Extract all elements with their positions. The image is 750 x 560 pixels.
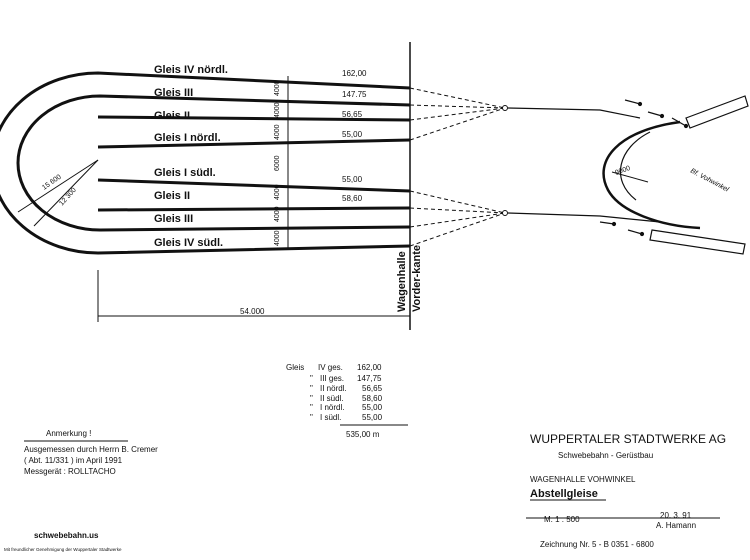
summary-row-1: III ges. <box>320 374 344 383</box>
summary-row-3: II südl. <box>320 394 344 403</box>
track-length-iv-nord: 162,00 <box>342 69 367 78</box>
loop-radius-label: 9000 <box>614 165 631 177</box>
summary-row-2: " <box>310 384 313 393</box>
track-length-i-sud: 55,00 <box>342 175 363 184</box>
date: 20. 3. 91 <box>660 511 692 520</box>
station-loop <box>602 120 701 230</box>
summary-row-0: IV ges. <box>318 363 343 372</box>
company-name: WUPPERTALER STADTWERKE AG <box>530 432 726 446</box>
track-label-i-nord: Gleis I nördl. <box>154 132 221 144</box>
track-markers <box>599 99 689 237</box>
connection-south <box>507 212 661 223</box>
summary-row-5: I südl. <box>320 413 341 422</box>
track-label-ii-nord: Gleis II <box>154 110 190 122</box>
summary-row-5: 55,00 <box>362 413 383 422</box>
summary-row-4: 55,00 <box>362 403 383 412</box>
platform-south <box>649 229 746 255</box>
platform-north <box>685 95 749 129</box>
track-length-iii-nord: 147.75 <box>342 90 367 99</box>
summary-row-5: " <box>310 413 313 422</box>
spacing-label-5: 4000 <box>274 184 281 200</box>
switch-fan-south <box>409 190 508 247</box>
notes-line-2: ( Abt. 11/331 ) im April 1991 <box>24 456 123 465</box>
radius-outer-label: 15 600 <box>41 174 63 192</box>
total-length-label: 54.000 <box>240 307 265 316</box>
track-label-iii-nord: Gleis III <box>154 87 193 99</box>
hall-edge-label-2: Vorder-kante <box>411 245 423 312</box>
summary-row-3: 58,60 <box>362 394 383 403</box>
author: A. Hamann <box>656 521 696 530</box>
department: Schwebebahn - Gerüstbau <box>558 451 653 460</box>
notes-line-3: Messgerät : ROLLTACHO <box>24 467 116 476</box>
spacing-label-7: 4000 <box>274 230 281 246</box>
summary-row-1: " <box>310 374 313 383</box>
summary-row-4: I nördl. <box>320 403 344 412</box>
notes-line-1: Ausgemessen durch Herrn B. Cremer <box>24 445 158 454</box>
spacing-label-1: 4000 <box>274 80 281 96</box>
summary-row-2: II nördl. <box>320 384 347 393</box>
radius-line-inner <box>33 159 99 227</box>
drawing-number: Zeichnung Nr. 5 - B 0351 - 6800 <box>540 540 654 549</box>
notes-heading: Anmerkung ! <box>46 429 91 438</box>
track-i-nord-line <box>97 138 411 149</box>
switch-fan-north <box>409 87 508 141</box>
spacing-label-4: 6000 <box>274 155 281 171</box>
summary-row-4: " <box>310 403 313 412</box>
spacing-label-2: 4000 <box>274 102 281 118</box>
track-length-i-nord: 55,00 <box>342 130 363 139</box>
summary-row-1: 147,75 <box>357 374 382 383</box>
track-loop-iii <box>16 94 411 232</box>
summary-total: 535,00 m <box>346 430 380 439</box>
track-label-iv-nord: Gleis IV nördl. <box>154 64 228 76</box>
route-label: Bf. Vohwinkel <box>689 168 730 194</box>
subject: Abstellgleise <box>530 488 598 500</box>
track-length-ii-sud: 58,60 <box>342 194 363 203</box>
spacing-label-6: 4000 <box>274 206 281 222</box>
footer-credit: Mit freundlicher Genehmigung der Wuppert… <box>4 547 122 552</box>
footer-site: schwebebahn.us <box>34 531 99 540</box>
station-loop-inner <box>620 131 651 201</box>
track-ii-nord-line <box>97 115 411 122</box>
location: WAGENHALLE VOHWINKEL <box>530 475 636 484</box>
radius-inner-label: 12 300 <box>58 187 78 208</box>
summary-table: Gleis IV ges. 162,00 " III ges. 147,75 " II n… <box>286 363 383 439</box>
track-ii-sud-line <box>97 206 411 212</box>
track-length-ii-nord: 56,65 <box>342 110 363 119</box>
scale: M. 1 : 500 <box>544 515 580 524</box>
connection-north <box>507 107 641 119</box>
track-label-iv-sud: Gleis IV südl. <box>154 237 223 249</box>
track-label-i-sud: Gleis I südl. <box>154 167 216 179</box>
track-label-ii-sud: Gleis II <box>154 190 190 202</box>
summary-row-2: 56,65 <box>362 384 383 393</box>
hall-edge-label-1: Wagenhalle <box>396 251 408 312</box>
summary-row-0: 162,00 <box>357 363 382 372</box>
spacing-label-3: 4000 <box>274 124 281 140</box>
loop-radius-line <box>611 171 649 183</box>
radius-line-outer <box>17 159 99 213</box>
summary-row-0: Gleis <box>286 363 304 372</box>
track-loop-outer <box>0 71 411 255</box>
track-i-sud-line <box>97 178 411 193</box>
track-label-iii-sud: Gleis III <box>154 213 193 225</box>
summary-row-3: " <box>310 394 313 403</box>
